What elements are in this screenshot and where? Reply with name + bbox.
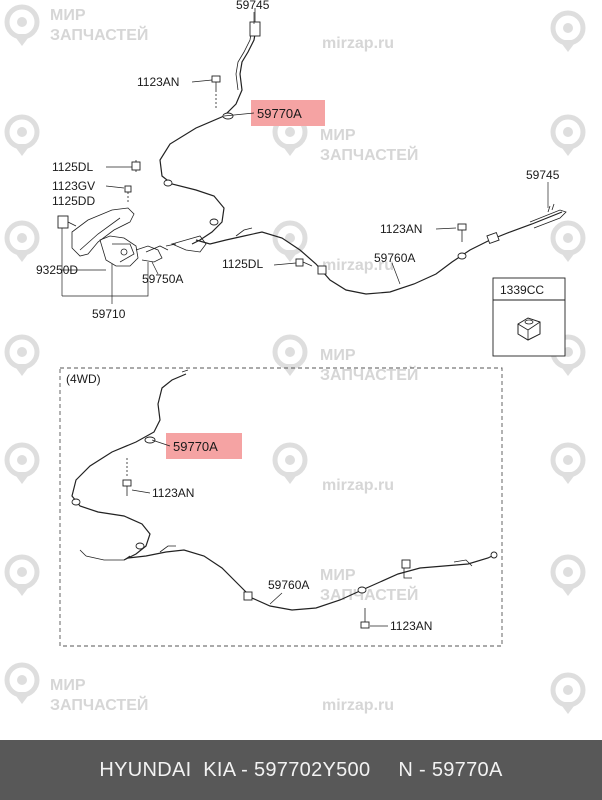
parts-diagram: МИР ЗАПЧАСТЕЙ mirzap.ru МИР ЗАПЧАСТЕЙ mi… (0, 0, 602, 740)
label-1123AN-4wd-upper: 1123AN (152, 486, 194, 500)
watermark-mir: МИР (320, 127, 356, 144)
watermark-zapchastey: ЗАПЧАСТЕЙ (320, 365, 418, 384)
watermark-zapchastey: ЗАПЧАСТЕЙ (320, 585, 418, 604)
footer-part-number: HYUNDAI KIA - 597702Y500 (99, 758, 371, 781)
upper-cable-assembly (57, 8, 567, 295)
watermark-zapchastey: ЗАПЧАСТЕЙ (320, 145, 418, 164)
highlight-59770A-top (251, 100, 325, 126)
watermark-site: mirzap.ru (322, 477, 394, 494)
label-1123AN-top: 1123AN (137, 75, 179, 89)
label-59750A: 59750A (142, 272, 183, 286)
label-59745-right: 59745 (526, 168, 560, 182)
watermark-layer: МИР ЗАПЧАСТЕЙ mirzap.ru МИР ЗАПЧАСТЕЙ mi… (7, 7, 583, 714)
label-4wd: (4WD) (66, 372, 101, 386)
watermark-mir: МИР (50, 7, 86, 24)
part-labels: 59745 1123AN 59770A 1125DL 1123GV 1125DD… (36, 0, 560, 633)
label-59745-top: 59745 (236, 0, 270, 12)
watermark-mir: МИР (50, 677, 86, 694)
footer-bar: HYUNDAI KIA - 597702Y500 N - 59770A (0, 740, 602, 800)
watermark-mir: МИР (320, 567, 356, 584)
watermark-site: mirzap.ru (322, 697, 394, 714)
highlight-59770A-4wd (166, 433, 242, 459)
watermark-zapchastey: ЗАПЧАСТЕЙ (50, 25, 148, 44)
upper-leaders (61, 12, 549, 304)
label-1123GV: 1123GV (52, 179, 95, 193)
watermark-mir: МИР (320, 347, 356, 364)
label-93250D: 93250D (36, 263, 78, 277)
4wd-cable-assembly (71, 369, 498, 629)
label-59770A-top: 59770A (257, 106, 302, 121)
4wd-section-border (59, 367, 503, 647)
footer-diagram-number: N - 59770A (398, 758, 503, 781)
label-1123AN-mid: 1123AN (380, 222, 422, 236)
label-59760A-4wd: 59760A (268, 578, 309, 592)
label-1125DL-mid: 1125DL (222, 257, 263, 271)
watermark-site: mirzap.ru (322, 257, 394, 274)
part-box-1339CC (492, 277, 566, 357)
label-1123AN-4wd-lower: 1123AN (390, 619, 432, 633)
label-1125DD: 1125DD (52, 194, 95, 208)
4wd-leaders (131, 439, 388, 627)
label-59760A-top: 59760A (374, 251, 415, 265)
label-1125DL-left: 1125DL (52, 160, 93, 174)
watermark-site: mirzap.ru (322, 35, 394, 52)
label-59710: 59710 (92, 307, 126, 321)
label-59770A-4wd: 59770A (173, 439, 218, 454)
label-1339CC: 1339CC (500, 283, 544, 297)
watermark-zapchastey: ЗАПЧАСТЕЙ (50, 695, 148, 714)
